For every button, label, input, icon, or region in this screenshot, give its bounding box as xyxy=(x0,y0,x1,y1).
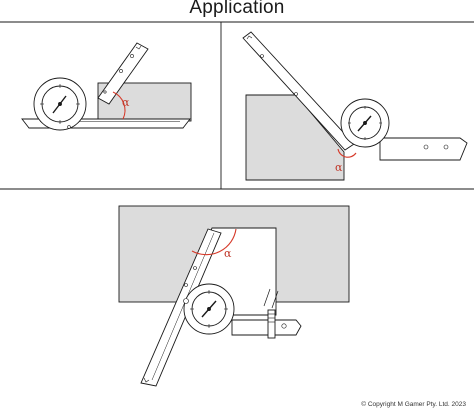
blade-1 xyxy=(97,42,149,105)
base-stock-3 xyxy=(231,319,302,336)
base-stock-2 xyxy=(379,137,468,161)
angle-label-1: α xyxy=(122,96,130,109)
angle-label-3: α xyxy=(224,247,232,260)
workpiece-2 xyxy=(245,94,345,181)
clamp-3 xyxy=(267,309,276,339)
angle-label-2: α xyxy=(335,161,343,174)
page-title: Application xyxy=(189,0,285,18)
angle-arc-2 xyxy=(337,148,357,158)
copyright-notice: © Copyright M Gamer Pty. Ltd. 2023 xyxy=(361,401,466,408)
panel-1 xyxy=(21,42,192,131)
panel-3 xyxy=(118,205,350,387)
panel-2 xyxy=(242,31,468,181)
blade-3 xyxy=(140,228,222,387)
angle-arc-3 xyxy=(191,228,237,256)
angle-arc-1 xyxy=(112,91,126,120)
